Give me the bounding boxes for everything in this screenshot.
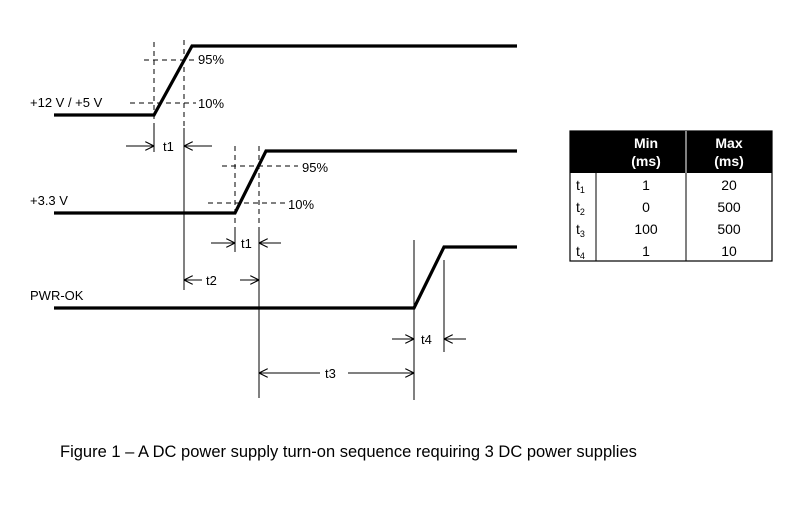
threshold-95-label-1: 95% bbox=[198, 52, 224, 67]
table-row-max: 20 bbox=[721, 177, 737, 193]
table-row-min: 1 bbox=[642, 177, 650, 193]
table-row-param: t2 bbox=[576, 199, 585, 217]
table-row-param: t3 bbox=[576, 221, 585, 239]
table-border bbox=[569, 130, 773, 262]
table-row-max: 500 bbox=[717, 199, 741, 215]
waveform-pwr-ok bbox=[54, 245, 517, 310]
table-row-max: 10 bbox=[721, 243, 737, 259]
interval-label-t3: t3 bbox=[325, 366, 336, 381]
table-row-min: 1 bbox=[642, 243, 650, 259]
signal-label-pwr-ok: PWR-OK bbox=[30, 288, 84, 303]
waveform-12v-5v bbox=[54, 44, 517, 117]
table-row-min: 0 bbox=[642, 199, 650, 215]
signal-label-12v-5v: +12 V / +5 V bbox=[30, 95, 103, 110]
table-header-min-unit: (ms) bbox=[631, 153, 661, 169]
interval-label-t4: t4 bbox=[421, 332, 432, 347]
figure-caption: Figure 1 – A DC power supply turn-on seq… bbox=[60, 443, 637, 461]
interval-label-t2: t2 bbox=[206, 273, 217, 288]
threshold-95-label-2: 95% bbox=[302, 160, 328, 175]
threshold-10-label-2: 10% bbox=[288, 197, 314, 212]
interval-label-t1-b: t1 bbox=[241, 236, 252, 251]
table-row-max: 500 bbox=[717, 221, 741, 237]
table-header-min: Min bbox=[634, 135, 658, 151]
table-row-param: t4 bbox=[576, 243, 585, 261]
waveform-3v3 bbox=[54, 149, 517, 215]
signal-label-3v3: +3.3 V bbox=[30, 193, 68, 208]
timing-table: Min (ms) Max (ms) t1 1 20 t2 0 500 t3 10… bbox=[569, 130, 773, 262]
table-header-bg bbox=[570, 131, 772, 173]
table-header-max-unit: (ms) bbox=[714, 153, 744, 169]
table-row-min: 100 bbox=[634, 221, 658, 237]
table-row-param: t1 bbox=[576, 177, 585, 195]
table-header-max: Max bbox=[715, 135, 742, 151]
threshold-10-label-1: 10% bbox=[198, 96, 224, 111]
interval-label-t1-a: t1 bbox=[163, 139, 174, 154]
